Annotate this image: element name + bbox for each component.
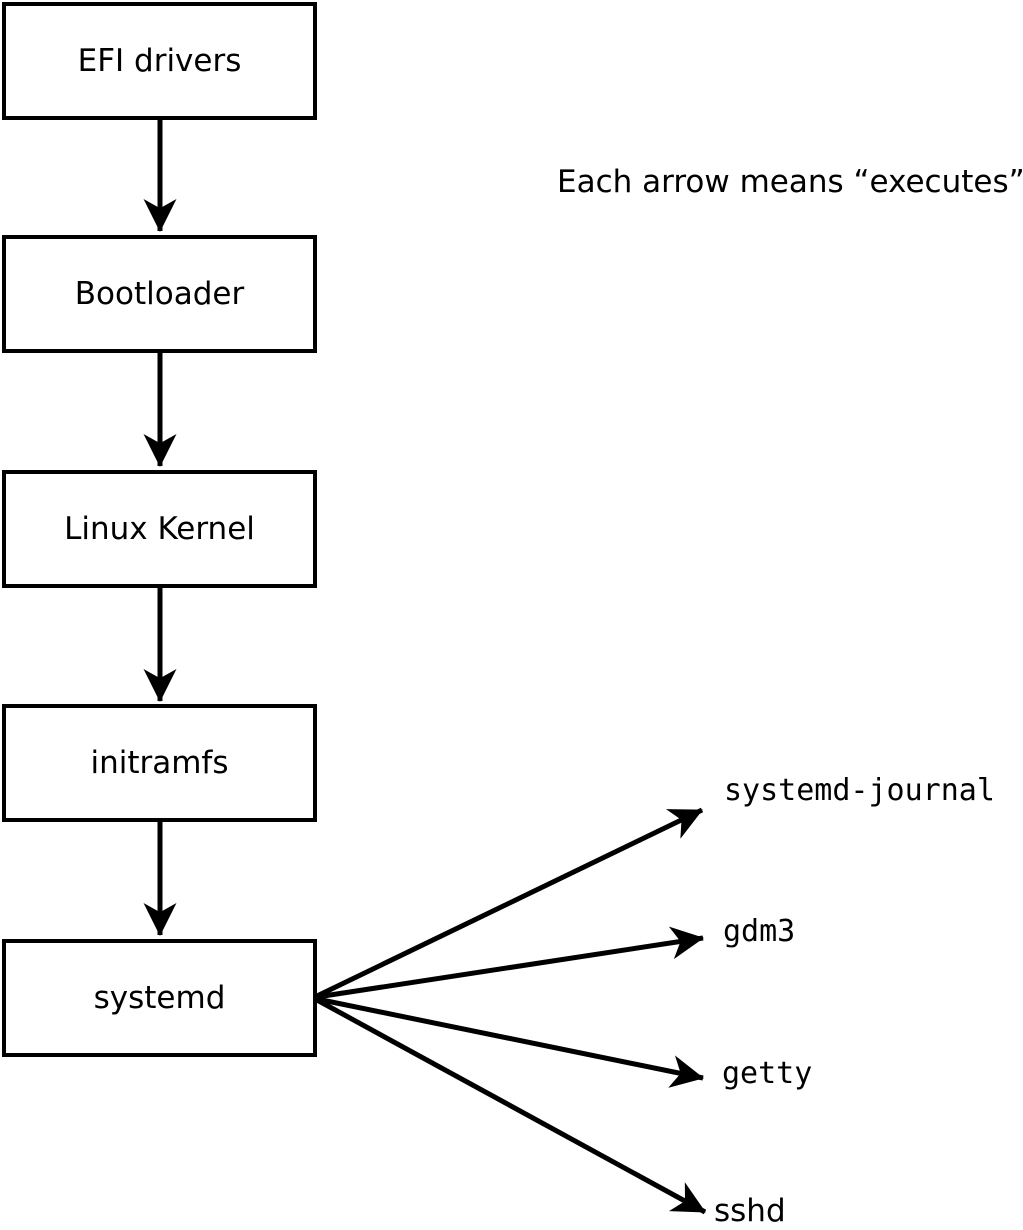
edge-systemd-to-journal (315, 807, 704, 999)
service-label-gdm3: gdm3 (723, 914, 796, 949)
service-label-getty: getty (722, 1056, 813, 1091)
service-label-sshd: sshd (714, 1193, 786, 1229)
edge-systemd-to-gdm3 (316, 926, 704, 1000)
edge-systemd-to-sshd (315, 997, 707, 1215)
node-bootloader-label: Bootloader (74, 276, 245, 312)
node-initramfs-label: initramfs (90, 745, 229, 781)
node-efi-drivers-label: EFI drivers (77, 43, 242, 79)
node-systemd-label: systemd (93, 980, 226, 1016)
node-linux-kernel: Linux Kernel (2, 470, 317, 588)
node-bootloader: Bootloader (2, 235, 317, 353)
node-initramfs: initramfs (2, 704, 317, 822)
legend-annotation: Each arrow means “executes”. (557, 164, 1023, 200)
service-label-systemd-journal: systemd-journal (724, 773, 995, 808)
node-linux-kernel-label: Linux Kernel (64, 511, 255, 547)
node-efi-drivers: EFI drivers (2, 2, 317, 120)
edge-systemd-to-getty (316, 996, 704, 1088)
node-systemd: systemd (2, 939, 317, 1057)
